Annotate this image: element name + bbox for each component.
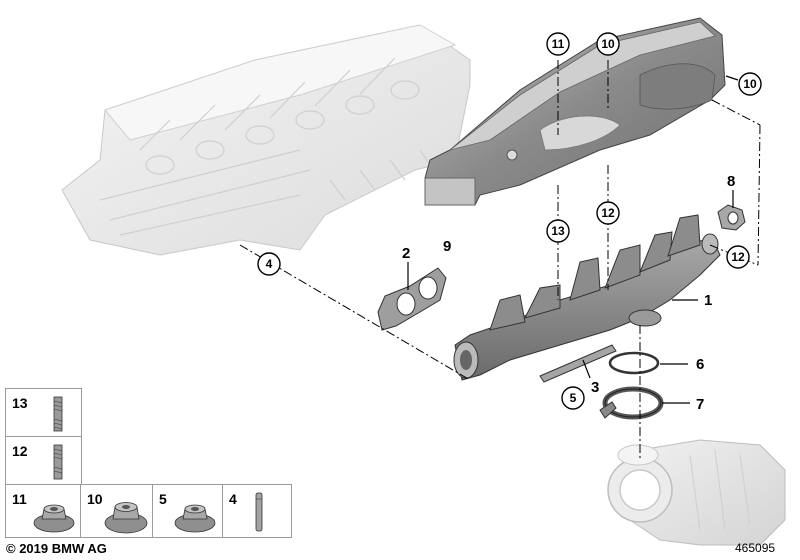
callout-12-center: 12 bbox=[596, 201, 620, 225]
gasket bbox=[377, 267, 447, 331]
flange-nut-icon bbox=[174, 504, 216, 533]
legend-number: 12 bbox=[12, 443, 28, 459]
legend-item-10: 10 bbox=[80, 484, 154, 538]
legend-item-13: 13 bbox=[5, 388, 82, 438]
document-number: 465095 bbox=[735, 541, 776, 555]
callout-13: 13 bbox=[546, 219, 570, 243]
sealing-ring bbox=[608, 351, 660, 375]
stud-bolt-icon bbox=[53, 444, 63, 480]
assembly-lines bbox=[239, 60, 761, 460]
svg-text:10: 10 bbox=[601, 37, 615, 51]
heat-shield bbox=[424, 17, 726, 206]
svg-text:12: 12 bbox=[731, 250, 745, 264]
svg-text:5: 5 bbox=[570, 391, 577, 405]
callout-10-right: 10 bbox=[738, 72, 762, 96]
callout-11: 11 bbox=[546, 32, 570, 56]
legend-number: 4 bbox=[229, 491, 237, 507]
support-bracket bbox=[539, 344, 617, 383]
label-9: 9 bbox=[443, 238, 451, 255]
legend-item-12: 12 bbox=[5, 436, 82, 486]
flange-nut-icon bbox=[104, 502, 148, 534]
callout-10-top: 10 bbox=[596, 32, 620, 56]
small-gasket bbox=[717, 204, 746, 231]
copyright: © 2019 BMW AG bbox=[6, 541, 107, 556]
dowel-pin-icon bbox=[255, 492, 263, 532]
exhaust-manifold bbox=[453, 214, 721, 381]
legend-item-4: 4 bbox=[222, 484, 292, 538]
label-2: 2 bbox=[402, 245, 410, 262]
label-7: 7 bbox=[696, 396, 704, 413]
label-6: 6 bbox=[696, 356, 704, 373]
label-3: 3 bbox=[591, 379, 599, 396]
svg-text:4: 4 bbox=[266, 257, 273, 271]
legend-item-5: 5 bbox=[152, 484, 224, 538]
callout-12-right: 12 bbox=[726, 245, 750, 269]
leader-lines bbox=[407, 75, 739, 404]
legend-number: 5 bbox=[159, 491, 167, 507]
turbocharger bbox=[607, 439, 786, 546]
svg-text:13: 13 bbox=[551, 224, 565, 238]
svg-text:11: 11 bbox=[552, 37, 565, 51]
legend-number: 10 bbox=[87, 491, 103, 507]
legend-number: 13 bbox=[12, 395, 28, 411]
callout-5: 5 bbox=[561, 386, 585, 410]
callout-4: 4 bbox=[257, 252, 281, 276]
flange-nut-icon bbox=[33, 504, 75, 533]
legend-number: 11 bbox=[12, 491, 27, 507]
cylinder-head bbox=[61, 24, 471, 256]
label-1: 1 bbox=[704, 292, 712, 309]
clamp bbox=[599, 386, 664, 420]
label-8: 8 bbox=[727, 173, 735, 190]
stud-bolt-icon bbox=[53, 396, 63, 432]
svg-text:12: 12 bbox=[601, 206, 615, 220]
legend-item-11: 11 bbox=[5, 484, 82, 538]
svg-text:10: 10 bbox=[743, 77, 757, 91]
